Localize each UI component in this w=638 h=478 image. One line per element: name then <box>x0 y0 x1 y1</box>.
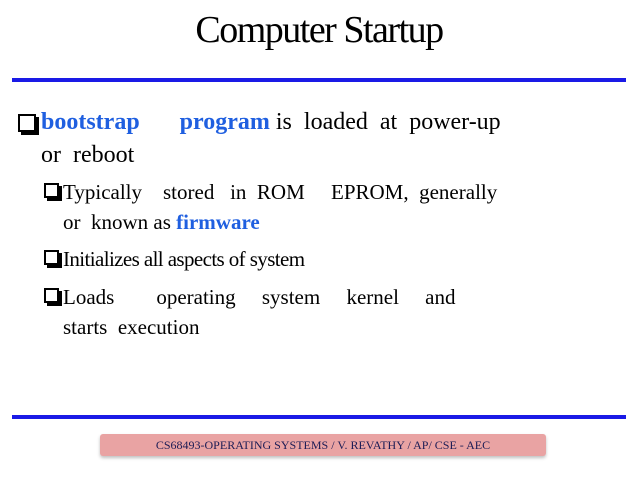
bullet-text-line2: or known as <box>63 210 177 234</box>
bullet-text-line1: Loads operating system kernel and <box>63 285 456 309</box>
bullet-box-icon <box>18 114 36 132</box>
slide-title: Computer Startup <box>195 9 444 51</box>
bullet-text-line2: or reboot <box>41 142 135 168</box>
keyword-program: program <box>179 109 270 135</box>
bullet-text-rest: is loaded at power-up <box>269 109 501 135</box>
bullet-loads-kernel: Loads operating system kernel and starts… <box>44 282 624 342</box>
bullet-firmware: Typically stored in ROM EPROM, generally… <box>44 177 624 237</box>
bullet-text-line2: starts execution <box>63 315 200 339</box>
bullet-box-icon <box>44 250 59 265</box>
bullet-text: bootstrap program is loaded at power-up o… <box>41 106 501 172</box>
bullet-initializes: Initializes all aspects of system <box>44 244 624 274</box>
bullet-text: Typically stored in ROM EPROM, generally… <box>63 177 497 237</box>
keyword-firmware: firmware <box>176 210 260 234</box>
bullet-text-line1: Typically stored in ROM EPROM, generally <box>63 180 498 204</box>
footer-banner: CS68493-OPERATING SYSTEMS / V. REVATHY /… <box>100 434 546 456</box>
bullet-bootstrap: bootstrap program is loaded at power-up o… <box>18 106 618 172</box>
bottom-divider <box>12 415 626 419</box>
top-divider <box>12 78 626 82</box>
keyword-bootstrap: bootstrap <box>41 109 140 135</box>
bullet-text: Initializes all aspects of system <box>63 247 305 271</box>
bullet-box-icon <box>44 288 59 303</box>
bullet-text: Loads operating system kernel and starts… <box>63 282 456 342</box>
bullet-box-icon <box>44 183 59 198</box>
